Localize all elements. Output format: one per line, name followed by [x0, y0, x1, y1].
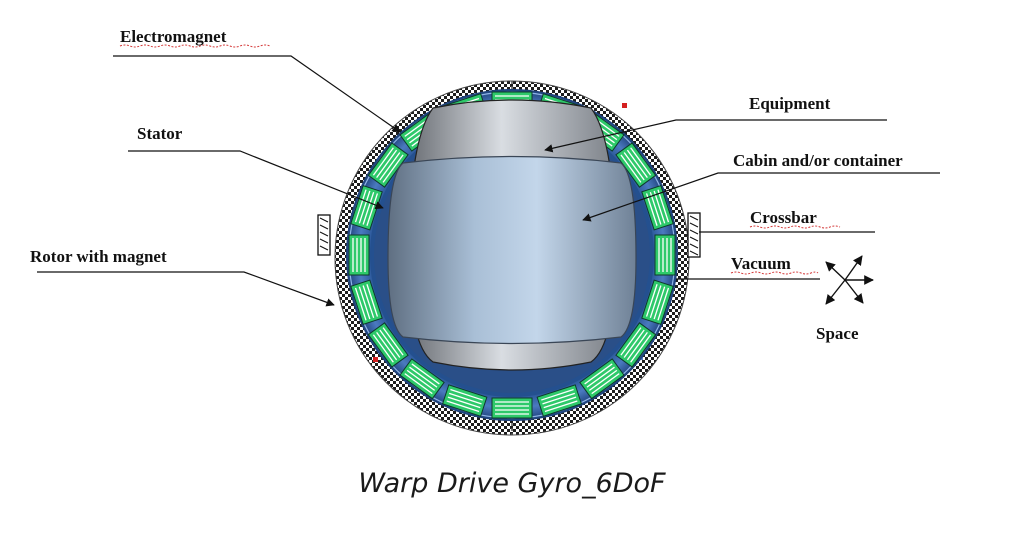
- label-rotor: Rotor with magnet: [30, 247, 167, 266]
- leader-equipment: [544, 119, 887, 153]
- label-crossbar: Crossbar: [750, 208, 817, 227]
- coil-segment: [579, 358, 625, 400]
- coil-segment: [399, 358, 445, 400]
- label-electromagnet: Electromagnet: [120, 27, 227, 46]
- leader-electromagnet: [113, 55, 401, 133]
- label-cabin: Cabin and/or container: [733, 151, 903, 170]
- coil-segment: [641, 279, 674, 326]
- label-equipment: Equipment: [749, 94, 831, 113]
- coil-segment: [536, 384, 583, 417]
- coil-segment: [615, 142, 657, 188]
- coil-segment: [367, 322, 409, 368]
- crossbar-left: [317, 214, 331, 256]
- coil-segment: [615, 322, 657, 368]
- label-stator: Stator: [137, 124, 183, 143]
- leader-cabin: [582, 172, 940, 222]
- leader-lines: [37, 55, 940, 307]
- coil-segment: [491, 397, 533, 419]
- cabin-container: [387, 155, 637, 345]
- space-direction-arrows: [825, 255, 874, 305]
- label-vacuum: Vacuum: [731, 254, 791, 273]
- label-space: Space: [816, 324, 859, 343]
- leader-rotor: [37, 271, 335, 307]
- coil-segment: [654, 234, 676, 276]
- crossbar-right: [687, 212, 701, 258]
- coil-segment: [441, 384, 488, 417]
- coil-segment: [350, 279, 383, 326]
- coil-segment: [367, 142, 409, 188]
- leader-stator: [128, 150, 384, 210]
- coil-segment: [348, 234, 370, 276]
- diagram-caption: Warp Drive Gyro_6DoF: [358, 468, 666, 499]
- coil-segment: [350, 184, 383, 231]
